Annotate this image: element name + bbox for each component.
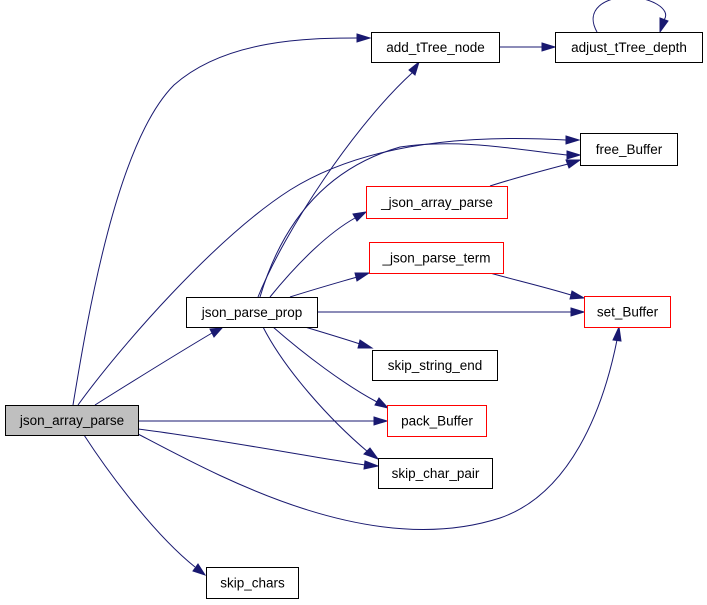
- edge-line: [77, 137, 567, 406]
- edge-json_parse_prop-to-pack_Buffer: [272, 326, 390, 409]
- edge-json_array_parse-to-free_Buffer: [77, 135, 581, 406]
- node-label: _json_array_parse: [380, 195, 493, 210]
- node-box[interactable]: [387, 405, 487, 437]
- edge-line: [489, 163, 569, 187]
- edge-arrowhead: [612, 325, 622, 342]
- edge-_json_parse_term-to-set_Buffer: [489, 272, 586, 300]
- node-pack_Buffer[interactable]: pack_Buffer: [387, 405, 487, 437]
- edge-json_array_parse-to-set_Buffer: [137, 325, 622, 531]
- edge-arrowhead: [354, 272, 371, 282]
- node-box[interactable]: [555, 32, 703, 63]
- edge-line: [289, 276, 358, 298]
- edges-layer: [72, 0, 669, 576]
- nodes-layer: json_array_parse json_parse_prop add_tTree…: [5, 32, 703, 599]
- node-label: skip_string_end: [388, 358, 483, 373]
- edge-line: [304, 326, 361, 345]
- edge-add_tTree_node-to-adjust_tTree_depth: [499, 42, 557, 52]
- edge-line: [592, 0, 667, 33]
- edge-json_parse_prop-to-skip_string_end: [304, 326, 374, 349]
- edge-json_parse_prop-to-_json_parse_term: [289, 272, 371, 298]
- node-label: pack_Buffer: [401, 414, 473, 429]
- node-_json_array_parse[interactable]: _json_array_parse: [366, 186, 508, 219]
- node-skip_chars[interactable]: skip_chars: [206, 567, 299, 599]
- edge-json_array_parse-to-add_tTree_node: [72, 33, 372, 406]
- edge-line: [72, 37, 358, 406]
- edge-json_parse_prop-to-set_Buffer: [316, 307, 586, 317]
- node-label: free_Buffer: [596, 142, 663, 157]
- node-box[interactable]: [369, 242, 504, 274]
- edge-json_array_parse-to-json_parse_prop: [94, 327, 224, 406]
- node-box[interactable]: [186, 297, 318, 328]
- node-label: skip_char_pair: [392, 466, 480, 481]
- edge-arrowhead: [356, 33, 372, 43]
- node-skip_char_pair[interactable]: skip_char_pair: [378, 458, 493, 489]
- edge-arrowhead: [374, 397, 390, 409]
- node-label: json_array_parse: [19, 413, 124, 428]
- edge-arrowhead: [565, 135, 581, 145]
- edge-arrowhead: [408, 60, 420, 76]
- edge-arrowhead: [373, 416, 389, 426]
- edge-arrowhead: [209, 327, 224, 338]
- edge-arrowhead: [565, 159, 582, 169]
- edge-arrowhead: [192, 563, 207, 576]
- node-box[interactable]: [378, 458, 493, 489]
- node-label: add_tTree_node: [386, 40, 485, 55]
- node-box[interactable]: [580, 133, 678, 166]
- node-box[interactable]: [584, 296, 671, 328]
- edge-arrowhead: [357, 339, 374, 349]
- edge-line: [257, 72, 413, 298]
- node-skip_string_end[interactable]: skip_string_end: [372, 350, 498, 381]
- node-add_tTree_node[interactable]: add_tTree_node: [371, 32, 500, 63]
- node-box[interactable]: [372, 350, 498, 381]
- edge-adjust_tTree_depth-to-adjust_tTree_depth: [592, 0, 669, 34]
- edge-_json_array_parse-to-free_Buffer: [489, 159, 582, 187]
- edge-json_parse_prop-to-add_tTree_node: [257, 60, 420, 298]
- edge-line: [83, 434, 196, 568]
- node-_json_parse_term[interactable]: _json_parse_term: [369, 242, 504, 274]
- node-adjust_tTree_depth[interactable]: adjust_tTree_depth: [555, 32, 703, 63]
- edge-line: [262, 326, 369, 453]
- edge-arrowhead: [541, 42, 557, 52]
- edge-json_array_parse-to-skip_chars: [83, 434, 207, 576]
- edge-line: [272, 326, 378, 403]
- node-label: skip_chars: [220, 576, 285, 591]
- node-box[interactable]: [366, 186, 508, 219]
- node-label: set_Buffer: [597, 305, 659, 320]
- edge-line: [259, 143, 568, 298]
- edge-json_array_parse-to-pack_Buffer: [137, 416, 389, 426]
- edge-json_parse_prop-to-free_Buffer: [259, 143, 582, 298]
- node-free_Buffer[interactable]: free_Buffer: [580, 133, 678, 166]
- node-set_Buffer[interactable]: set_Buffer: [584, 296, 671, 328]
- node-json_array_parse[interactable]: json_array_parse: [5, 405, 139, 436]
- edge-arrowhead: [352, 211, 368, 222]
- edge-line: [137, 428, 366, 466]
- node-box[interactable]: [5, 405, 139, 436]
- node-box[interactable]: [371, 32, 500, 63]
- edge-arrowhead: [363, 447, 380, 461]
- node-label: json_parse_prop: [201, 305, 303, 320]
- edge-arrowhead: [569, 290, 586, 300]
- edge-arrowhead: [659, 17, 669, 34]
- edge-json_array_parse-to-skip_char_pair: [137, 428, 380, 470]
- node-json_parse_prop[interactable]: json_parse_prop: [186, 297, 318, 328]
- edge-line: [94, 332, 213, 406]
- edge-arrowhead: [570, 307, 586, 317]
- edge-line: [137, 339, 618, 531]
- edge-json_parse_prop-to-_json_array_parse: [269, 211, 368, 298]
- edge-arrowhead: [566, 150, 582, 160]
- node-label: _json_parse_term: [381, 251, 490, 266]
- edge-json_parse_prop-to-skip_char_pair: [262, 326, 380, 461]
- edge-arrowhead: [363, 460, 380, 470]
- edge-line: [269, 217, 356, 298]
- node-label: adjust_tTree_depth: [571, 40, 687, 55]
- edge-line: [489, 272, 572, 296]
- node-box[interactable]: [206, 567, 299, 599]
